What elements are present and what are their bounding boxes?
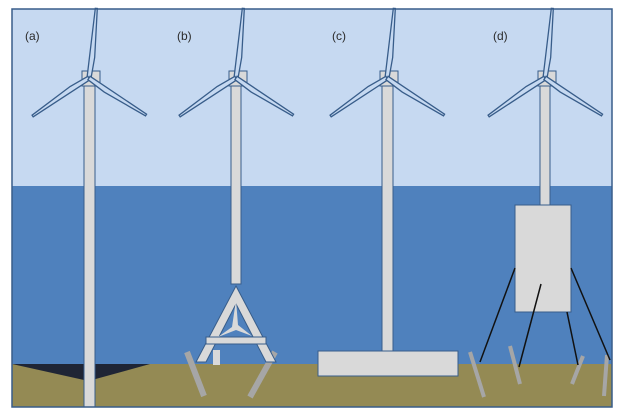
floating-buoy <box>514 204 572 313</box>
panel-label-c: (c) <box>332 29 346 43</box>
anchor-piles <box>468 345 609 398</box>
blade <box>543 75 604 117</box>
tripod-brace <box>205 336 267 345</box>
monopile-tower <box>83 83 96 408</box>
floating-tower <box>539 83 551 207</box>
turbine-d <box>468 83 611 398</box>
panel-label-a: (a) <box>25 29 40 43</box>
pile <box>184 350 207 398</box>
center-leg <box>213 350 220 365</box>
blade <box>234 75 295 117</box>
turbine-c <box>317 83 459 377</box>
tripod-tower <box>230 83 242 285</box>
frame <box>11 8 613 408</box>
blade <box>87 75 148 117</box>
gravity-base-slab <box>317 350 459 377</box>
tension-tethers <box>479 267 611 368</box>
gravity-tower <box>381 83 394 353</box>
rotor-a <box>31 7 148 118</box>
panel-label-b: (b) <box>177 29 192 43</box>
turbine-a <box>83 83 96 408</box>
panel-label-d: (d) <box>493 29 508 43</box>
rotor-b <box>178 7 295 118</box>
scour-pit <box>12 364 150 380</box>
tripod-center-brace <box>218 300 252 337</box>
blade <box>385 75 446 117</box>
rotor-c <box>329 7 446 118</box>
rotor-d <box>487 7 604 118</box>
